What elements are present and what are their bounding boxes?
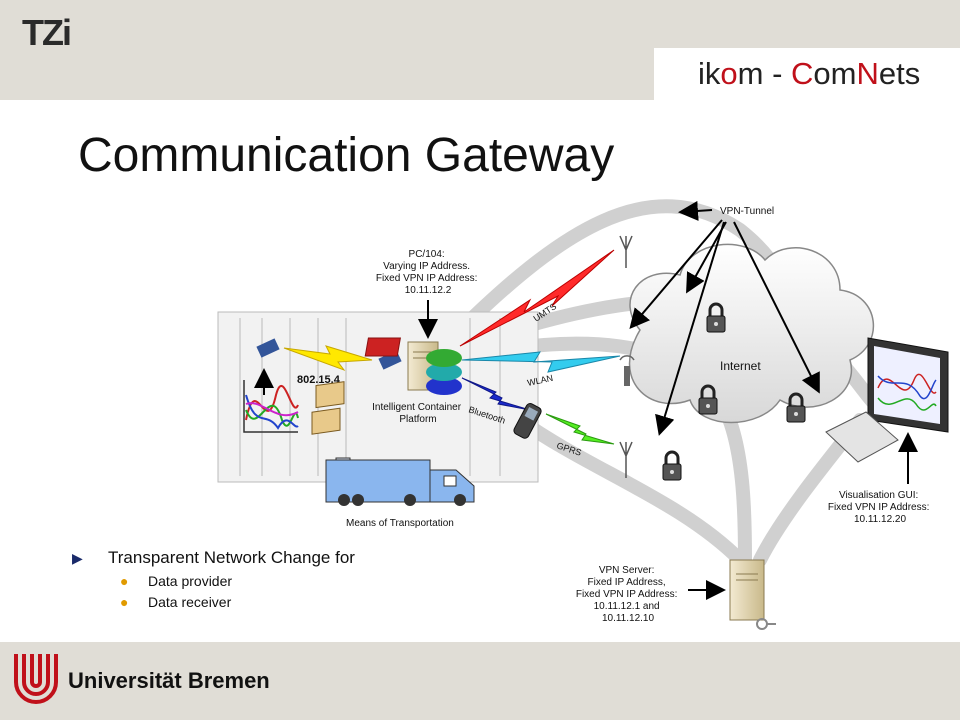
university-seal-icon — [14, 654, 58, 704]
sensor-plot — [243, 380, 299, 433]
icp-label: Intelligent Container Platform — [372, 402, 464, 425]
bullet-main-text: Transparent Network Change for — [108, 548, 355, 567]
footer-band — [0, 642, 960, 720]
brand-part: m - — [737, 56, 792, 91]
brand-title: ikom - ComNets — [698, 56, 920, 92]
truck-icon — [325, 459, 475, 506]
sensor-node-icon — [256, 338, 280, 358]
dot-bullet-icon: ● — [120, 573, 129, 589]
bullet-list: ▶ Transparent Network Change for ● Data pr… — [72, 548, 355, 610]
lock-icon — [706, 302, 726, 333]
brand-box — [654, 48, 960, 100]
brand-part: o — [720, 56, 738, 91]
slide-title: Communication Gateway — [78, 129, 615, 182]
dot-bullet-icon: ● — [120, 594, 129, 610]
bullet-sub: ● Data receiver — [72, 594, 355, 610]
mobile-phone-icon — [513, 403, 542, 439]
vpn-server-icon — [729, 559, 776, 630]
brand-part: C — [791, 56, 814, 91]
vis-gui-label: Visualisation GUI: Fixed VPN IP Address:… — [828, 490, 932, 525]
bullet-main: ▶ Transparent Network Change for — [72, 548, 355, 568]
gprs-link — [545, 413, 615, 445]
brand-part: N — [856, 56, 879, 91]
pc104-label: PC/104: Varying IP Address. Fixed VPN IP… — [376, 249, 480, 296]
brand-part: ets — [878, 56, 921, 91]
wlan-access-point-icon — [619, 355, 635, 386]
zigbee-label: 802.15.4 — [297, 374, 341, 386]
zigbee-link — [283, 345, 373, 372]
university-name: Universität Bremen — [68, 668, 270, 693]
lock-icon — [786, 392, 806, 423]
lock-icon — [662, 450, 682, 481]
lock-icon — [698, 384, 718, 415]
gateway-stack-icon — [364, 337, 462, 395]
vpn-tunnel-arrows — [629, 200, 820, 436]
brand-part: om — [813, 56, 857, 91]
brand-part: ik — [698, 56, 721, 91]
bullet-sub: ● Data provider — [72, 573, 355, 589]
internet-cloud — [628, 243, 875, 424]
bullet-sub-text: Data receiver — [148, 594, 232, 610]
bullet-sub-text: Data provider — [148, 573, 233, 589]
triangle-bullet-icon: ▶ — [72, 550, 83, 566]
transport-label: Means of Transportation — [346, 518, 454, 529]
wlan-link — [461, 351, 621, 373]
monitor-icon — [867, 337, 949, 433]
vpn-tunnel-label: VPN-Tunnel — [720, 206, 774, 217]
vpn-server-label: VPN Server: Fixed IP Address, Fixed VPN … — [576, 565, 680, 624]
umts-link — [459, 249, 615, 347]
tzi-logo: TZi — [22, 12, 72, 53]
internet-label: Internet — [720, 359, 761, 373]
header-band-left — [0, 48, 654, 100]
antenna-icon — [619, 235, 633, 478]
header-band — [0, 0, 960, 48]
